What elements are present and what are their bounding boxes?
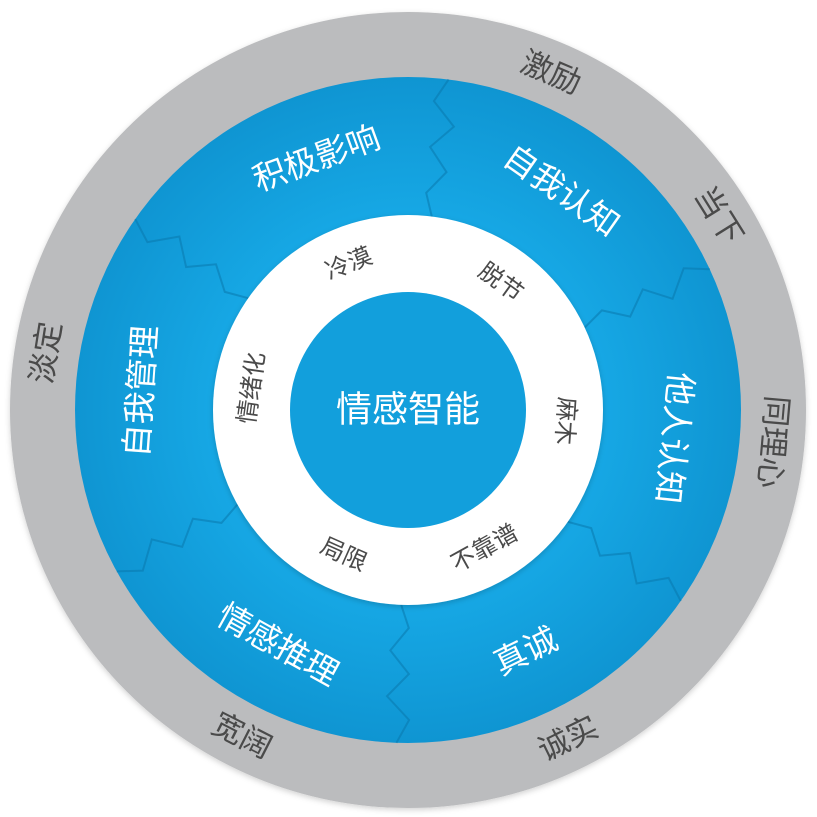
segment-divider (134, 218, 249, 300)
segment-divider (583, 267, 710, 329)
center-circle (290, 292, 526, 528)
middle-ring-label: 自我管理 (117, 324, 165, 458)
segment-divider (116, 503, 239, 573)
segment-divider (385, 604, 411, 744)
segment-dividers (116, 78, 710, 744)
segment-divider (425, 78, 456, 217)
center-label: 情感智能 (336, 390, 480, 431)
outer-ring-label: 同理心 (751, 394, 795, 490)
segment-divider (567, 520, 682, 602)
inner-ring-label: 麻木 (550, 396, 581, 446)
